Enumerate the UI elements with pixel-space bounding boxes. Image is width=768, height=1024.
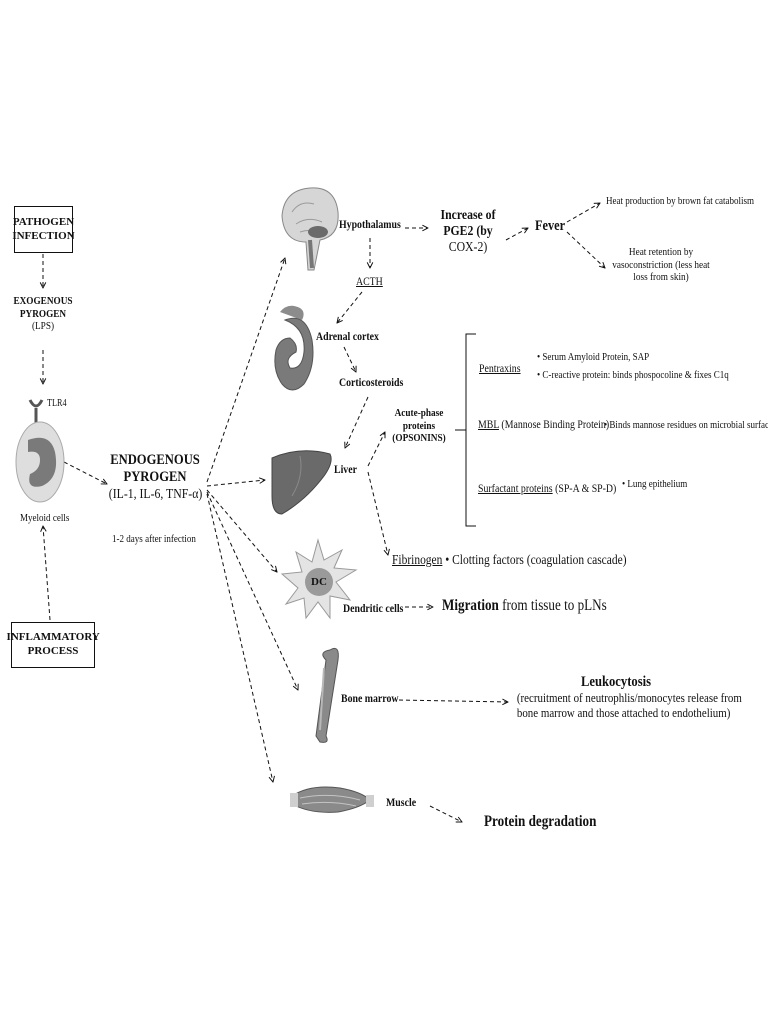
exogenous-pyrogen-label: EXOGENOUS PYROGEN (LPS) [5,295,81,333]
arrow-pge2-fever [505,228,528,241]
exogenous-line-2: PYROGEN [19,307,67,320]
arrow-fever-heat-retention [566,231,605,268]
liver-label: Liver [334,462,357,476]
arrow-marrow-leukocytosis [398,700,508,702]
myeloid-cells-label: Myeloid cells [20,512,70,524]
arrow-corticosteroids-liver [345,396,369,448]
heat-production-label: Heat production by brown fat catabolism [606,195,755,207]
arrow-endogenous-liver [206,480,265,487]
arrow-muscle-protein [429,805,462,822]
surfactant-label: Surfactant proteins (SP-A & SP-D) [478,481,617,496]
dendritic-cell-icon [280,538,358,620]
leukocytosis-label: Leukocytosis [580,674,652,690]
endogenous-pyrogen-block: ENDOGENOUS PYROGEN (IL-1, IL-6, TNF-α) [100,452,210,503]
heat-retention-block: Heat retention by vasoconstriction (less… [606,246,715,284]
endogenous-line-2: PYROGEN [123,469,187,486]
heat-retention-line-2: vasoconstriction (less heat [612,258,710,271]
mbl-label: MBL (Mannose Binding Protein) [478,417,610,432]
acute-phase-line-2: proteins [402,419,436,432]
dc-label: DC [311,576,327,588]
muscle-icon [290,786,374,813]
liver-icon [271,450,332,515]
inflammatory-process-box: INFLAMMATORY PROCESS [7,622,100,668]
bone-icon [315,647,339,743]
acute-phase-line-3: (OPSONINS) [392,432,446,445]
dendritic-cells-label: Dendritic cells [343,601,404,615]
arrow-liver-app [367,432,385,467]
mbl-item-text: Binds mannose residues on microbial surf… [609,419,768,431]
fever-label: Fever [535,218,566,234]
arrow-myeloid-endogenous [63,461,107,484]
myeloid-cell-icon [15,421,65,503]
heat-retention-line-3: loss from skin) [633,271,689,284]
pge2-block: Increase of PGE2 (by COX-2) [428,208,508,256]
migration-row: Migration from tissue to pLNs [442,597,607,615]
leukocytosis-desc-1: (recruitment of neutrophlis/monocytes re… [516,690,742,706]
pentraxin-item-1-text: Serum Amyloid Protein, SAP [542,351,650,363]
protein-degradation-label: Protein degradation [484,813,597,830]
pathogen-infection-box: PATHOGEN INFECTION [12,206,75,253]
surfactant-suffix: (SP-A & SP-D) [552,481,617,495]
pentraxin-item-2-text: C-reactive protein: binds phospocoline &… [542,369,729,381]
acute-phase-block: Acute-phase proteins (OPSONINS) [385,407,454,445]
leukocytosis-desc-2: bone marrow and those attached to endoth… [516,705,731,721]
fibrinogen-row: Fibrinogen • Clotting factors (coagulati… [392,553,627,568]
arrow-inflammatory-myeloid [43,526,51,621]
surfactant-name: Surfactant proteins [478,481,553,495]
arrow-endogenous-dc [206,489,277,572]
endogenous-line-1: ENDOGENOUS [110,452,200,468]
tlr4-receptor-icon [28,399,44,424]
heat-retention-line-1: Heat retention by [628,246,694,258]
inflammatory-process-label: INFLAMMATORY PROCESS [6,631,100,657]
adrenal-kidney-icon [274,305,314,391]
pentraxins-label: Pentraxins [479,361,521,375]
surfactant-item: • Lung epithelium [622,478,688,490]
mbl-item: • Binds mannose residues on microbial su… [604,419,768,432]
arrow-adrenal-corticosteroids [343,346,356,372]
pge2-line-3: COX-2) [448,240,488,256]
hypothalamus-label: Hypothalamus [339,217,401,231]
pentraxin-item-2: • C-reactive protein: binds phospocoline… [537,369,729,381]
arrow-endogenous-marrow [206,491,298,690]
endogenous-timing: 1-2 days after infection [112,533,196,545]
opsonin-bracket [465,333,476,527]
pge2-line-1: Increase of [440,208,496,223]
surfactant-item-text: Lung epithelium [627,478,688,490]
bone-marrow-label: Bone marrow [341,691,399,705]
corticosteroids-label: Corticosteroids [339,375,404,389]
arrow-endogenous-hypothalamus [206,258,285,483]
fibrinogen-item: Clotting factors (coagulation cascade) [452,553,627,568]
acute-phase-line-1: Acute-phase [394,407,444,419]
adrenal-cortex-label: Adrenal cortex [316,329,379,343]
acth-label: ACTH [356,274,383,288]
pathogen-infection-label: PATHOGEN INFECTION [12,215,75,242]
mbl-abbr: MBL [478,417,499,431]
arrow-endogenous-muscle [206,493,273,782]
arrow-liver-fibrinogen [367,471,388,555]
arrow-fever-heat-production [566,203,600,223]
pentraxin-item-1: • Serum Amyloid Protein, SAP [537,351,650,363]
endogenous-cytokines: (IL-1, IL-6, TNF-α) [108,486,203,502]
fibrinogen-label: Fibrinogen [392,553,443,568]
exogenous-line-3: (LPS) [31,320,55,333]
brain-icon [281,187,339,271]
pge2-line-2: PGE2 (by [443,224,493,240]
exogenous-line-1: EXOGENOUS [13,295,73,307]
tlr4-label: TLR4 [47,398,67,409]
muscle-label: Muscle [386,795,417,809]
arrow-acth-adrenal [337,291,363,323]
migration-rest: from tissue to pLNs [498,597,607,614]
mbl-full: (Mannose Binding Protein) [498,417,610,431]
migration-label: Migration [442,597,499,614]
leukocytosis-block: Leukocytosis (recruitment of neutrophlis… [498,674,742,721]
